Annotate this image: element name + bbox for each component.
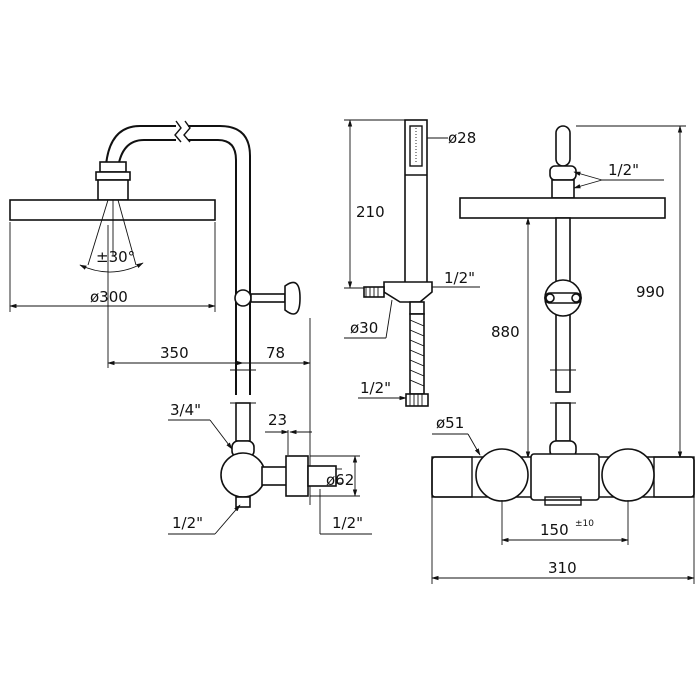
tilt-angle-label: ±30° xyxy=(96,248,135,266)
top-elbow xyxy=(555,125,571,167)
shower-head xyxy=(9,199,216,221)
break-mark-left xyxy=(174,120,182,143)
front-shower-head xyxy=(459,197,666,219)
hand-shower-view: ø28 210 1/2" ø30 xyxy=(344,119,480,407)
wall-bracket-flange xyxy=(284,281,301,315)
overall-height-label: 990 xyxy=(636,283,665,301)
inlet-size-label: 3/4" xyxy=(170,401,201,419)
side-view: ±30° ø300 350 78 23 xyxy=(9,120,372,535)
center-tolerance-label: ±10 xyxy=(575,519,594,529)
body-diameter-label: ø62 xyxy=(326,471,354,489)
temperature-knob xyxy=(475,448,529,502)
holder-diameter-label: ø30 xyxy=(350,319,378,337)
bottom-outlet xyxy=(235,496,251,508)
wall-flange xyxy=(285,455,309,497)
body-depth-label: 23 xyxy=(268,411,287,429)
holder-thread-label: 1/2" xyxy=(444,269,475,287)
ball-joint xyxy=(99,161,127,173)
mixer-body xyxy=(220,452,266,498)
riser-outer xyxy=(188,125,251,395)
top-thread-label: 1/2" xyxy=(608,161,639,179)
handle-diameter-label: ø28 xyxy=(448,129,476,147)
hose-connector xyxy=(409,301,425,315)
wall-bracket-clamp xyxy=(234,289,252,307)
center-distance-label: 150 xyxy=(540,521,569,539)
flow-knob xyxy=(601,448,655,502)
arm-outer xyxy=(105,125,176,166)
shower-hose xyxy=(409,313,425,395)
arm-reach-label: 350 xyxy=(160,344,189,362)
total-width-label: 310 xyxy=(548,559,577,577)
wall-offset-label: 78 xyxy=(266,344,285,362)
hose-thread-label: 1/2" xyxy=(360,379,391,397)
riser-height-label: 880 xyxy=(491,323,520,341)
outlet-left-label: 1/2" xyxy=(172,514,203,532)
handle-length-label: 210 xyxy=(356,203,385,221)
inlet-nipple xyxy=(307,465,337,487)
head-diameter-label: ø300 xyxy=(90,288,128,306)
outlet-right-label: 1/2" xyxy=(332,514,363,532)
hose-nut xyxy=(405,393,429,407)
break-mark-right xyxy=(183,120,191,143)
knob-diameter-label: ø51 xyxy=(436,414,464,432)
shower-holder xyxy=(383,281,433,303)
front-view: 1/2" 990 880 ø51 xyxy=(431,125,695,584)
hand-shower-handle xyxy=(404,119,428,291)
riser-inner xyxy=(188,139,237,395)
